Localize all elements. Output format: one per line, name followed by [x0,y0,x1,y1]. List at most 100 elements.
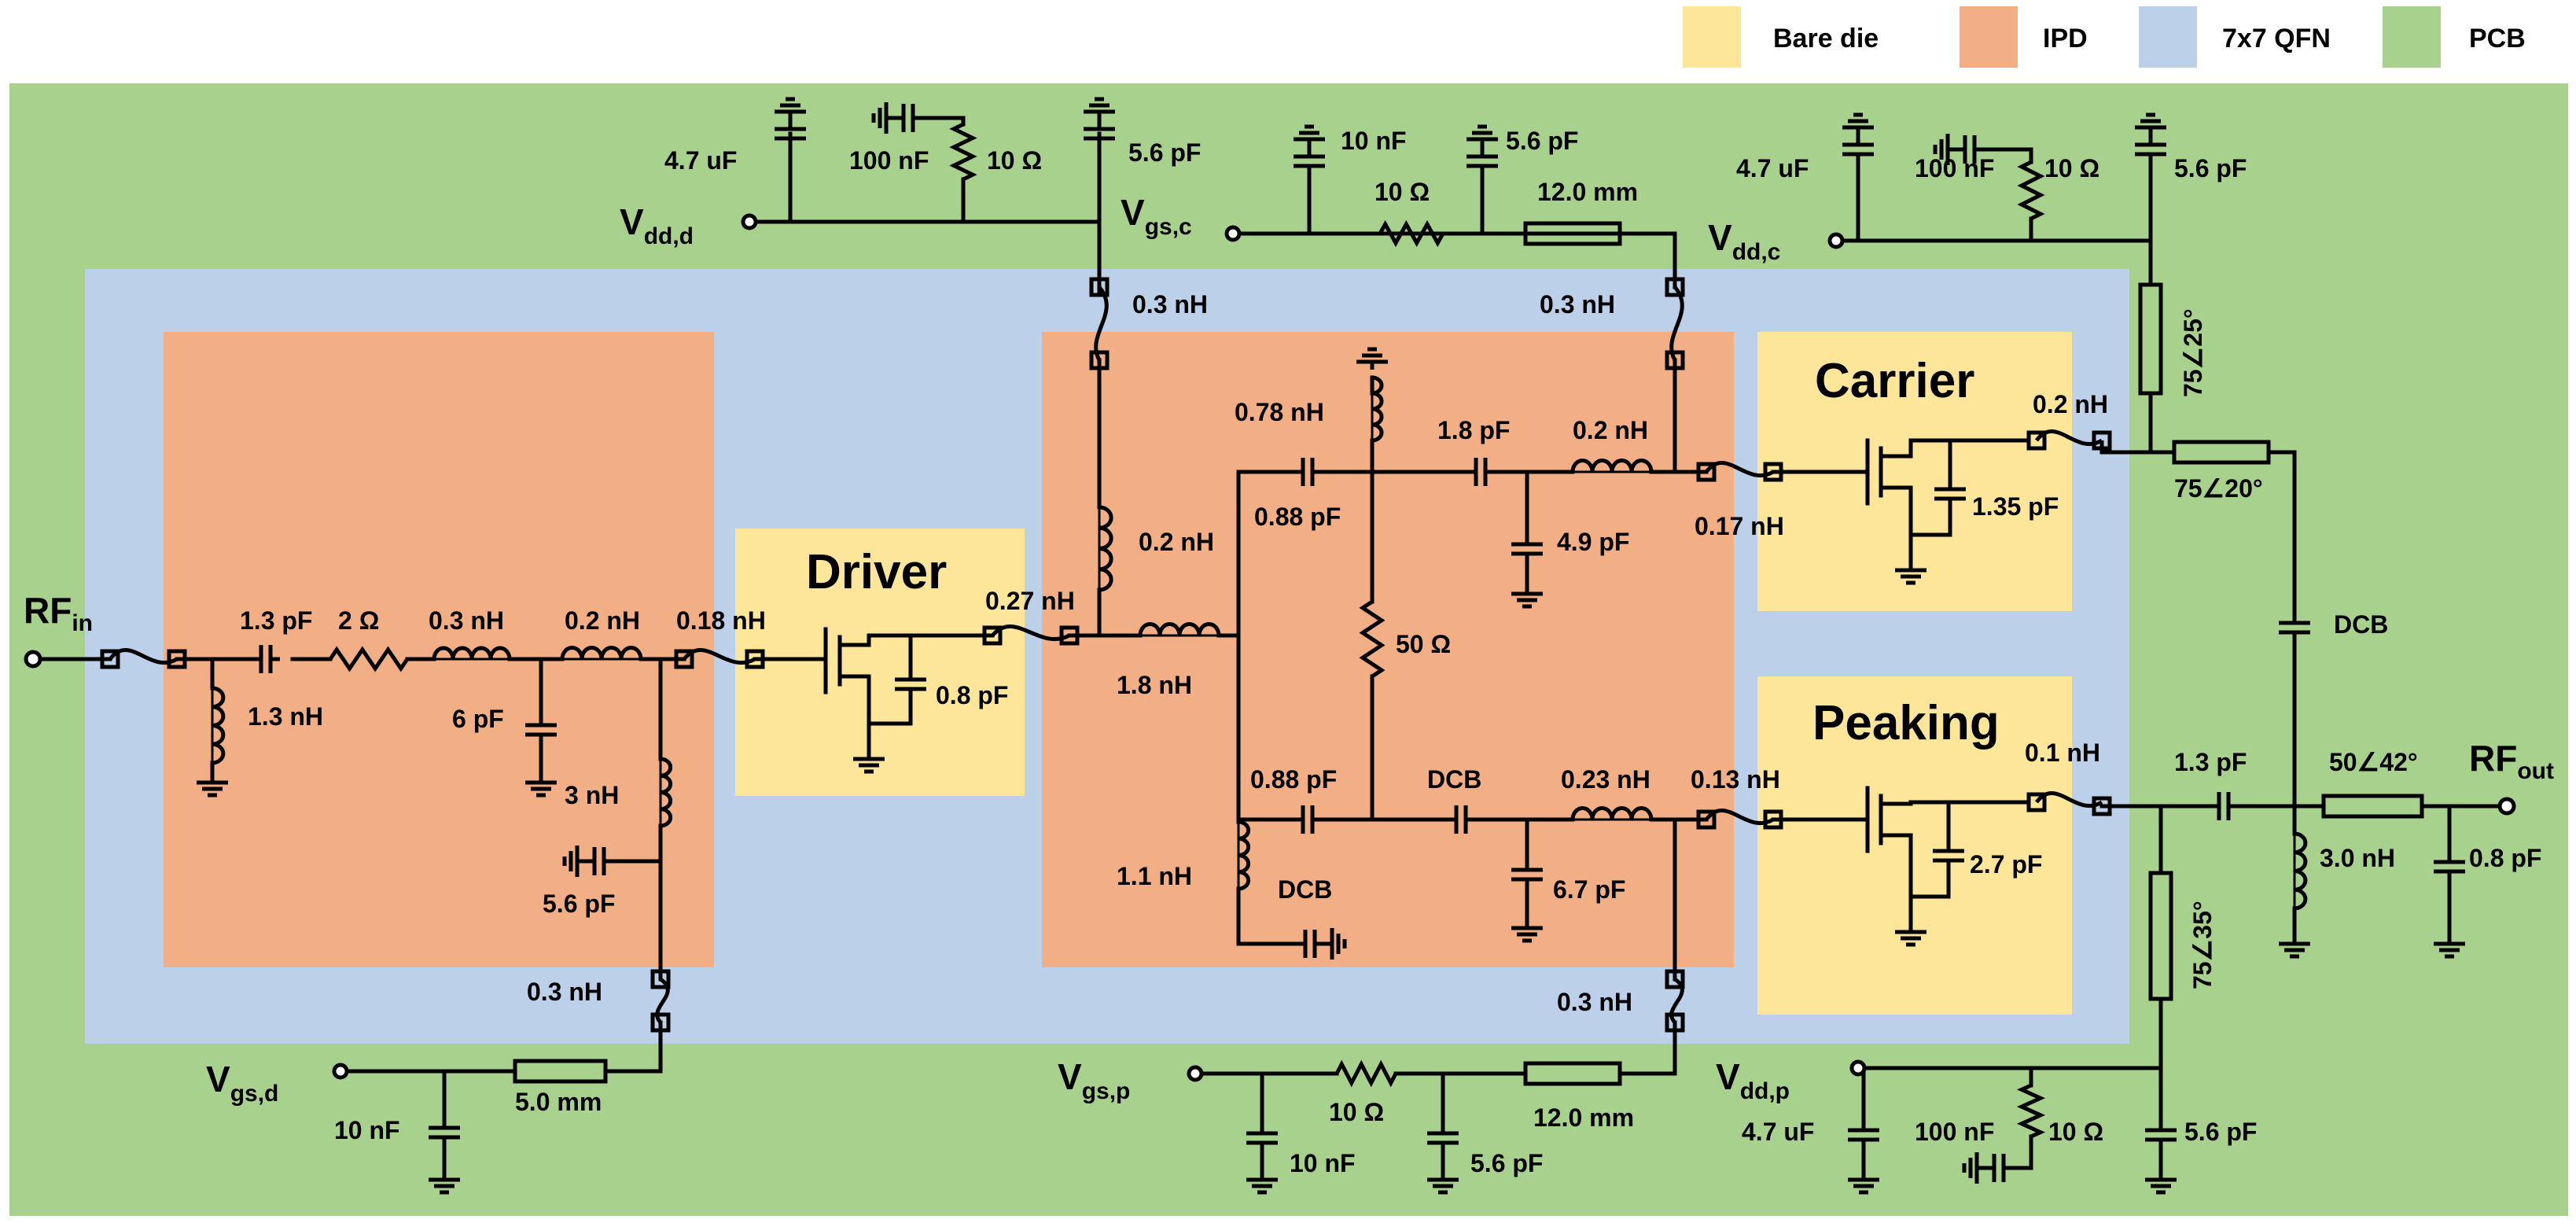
port-vgs-d: Vgs,d [206,1059,278,1107]
label-vdd-c-c56: 5.6 pF [2174,154,2247,182]
vgs-c-c10 [1294,147,1325,175]
die-driver [735,529,1025,796]
vdd-c-c47 [1842,135,1874,164]
legend-swatch-ipd [1960,6,2018,68]
in-c56 [585,847,613,875]
label-vgs-c-c10: 10 nF [1341,127,1407,155]
pad-sp-013b [1763,809,1783,830]
vgs-p-c10 [1246,1124,1278,1152]
label-sp-l18: 1.8 nH [1117,671,1192,699]
vdd-p-c56-gnd [2145,1172,2177,1195]
bondwire-top-left [1094,285,1109,362]
label-sp-dcb1: DCB [1427,765,1481,794]
vdd-c-c47-gnd [1842,112,1874,135]
car-gnd [1895,562,1926,585]
vdd-d-c100 [894,104,922,132]
legend-label-bare-die: Bare die [1773,24,1879,53]
labels: Driver Carrier Peaking RFin RFout Vdd,d … [24,127,2554,1177]
label-out-c08: 0.8 pF [2469,844,2541,872]
label-vgs-c-c56: 5.6 pF [1506,127,1578,155]
legend: Bare die IPD 7x7 QFN PCB [1683,6,2526,68]
port-rf-in: RFin [24,590,93,636]
vgs-c-c56-gnd [1466,124,1498,147]
label-vdd-d-c100: 100 nF [849,146,929,175]
vgs-p-c56 [1427,1124,1459,1152]
in-r2 [328,646,410,672]
sp-l023 [1570,806,1654,821]
pad-drv-a [982,625,1003,646]
bondwire-drv [991,624,1071,642]
vdd-c-c100 [1956,135,1984,164]
vdd-p-c47-gnd [1848,1172,1879,1195]
drv-c08 [895,670,926,698]
pad-sp-017a [1696,462,1717,482]
in-l03 [432,646,512,661]
vgs-p-c10-gnd [1246,1172,1278,1195]
drv-gnd [853,751,885,774]
vdd-d-c56-cap [1084,120,1115,148]
label-vdd-p-c47: 4.7 uF [1742,1118,1814,1146]
sp-c088b [1294,805,1322,834]
bondwire-pk [2034,790,2103,809]
label-out-tl20: 75∠20° [2174,474,2263,503]
terminals [24,213,2516,1082]
pad-vgs-d-a [650,969,671,989]
pad-vgs-p-a [1665,969,1685,989]
label-vdd-d-c47: 4.7 uF [664,146,737,175]
label-vdd-p-c56: 5.6 pF [2184,1118,2257,1146]
label-car-l02: 0.2 nH [2033,390,2108,418]
sp-l078 [1371,375,1384,443]
pad-pk-a [2026,792,2047,812]
label-in-l02: 0.2 nH [565,606,640,635]
label-vdd-c-r10: 10 Ω [2044,154,2099,182]
pad-in-018b [745,649,765,669]
out-tl35 [2148,871,2173,1001]
vdd-c-r10 [2017,160,2045,221]
bondwire-top-right [1669,285,1684,362]
out-c08 [2434,853,2465,881]
label-sp-l078: 0.78 nH [1235,398,1324,426]
vgs-c-terminal [1224,225,1242,242]
sp-dcb1 [1447,805,1475,834]
label-out-tl42: 50∠42° [2329,748,2418,776]
vdd-p-terminal [1849,1059,1867,1077]
in-c56-gnd [562,845,585,877]
pad-bw-tl-a [1089,277,1110,297]
die-peaking [1757,676,2072,1015]
pad-sp-017b [1763,462,1783,482]
label-vdd-c-c47: 4.7 uF [1736,154,1809,182]
in-l3 [659,757,673,828]
vgs-c-r10 [1378,219,1445,248]
bondwire-in-018 [683,648,756,665]
pad-drv-b [1059,625,1080,646]
vgs-c-c56 [1466,147,1498,175]
label-in-sh13: 1.3 nH [248,702,323,731]
in-sh13-gnd [197,775,228,798]
sp-c49 [1511,535,1543,563]
label-out-tl25: 75∠25° [2179,308,2207,397]
sp-c49-gnd [1511,586,1543,609]
pad-sp-013a [1696,809,1717,830]
label-sp-l017: 0.17 nH [1695,512,1784,540]
vdd-c-c56-gnd [2135,112,2166,135]
vgs-d-gnd [429,1172,460,1195]
vgs-p-c56-gnd [1427,1172,1459,1195]
sp-r50 [1359,599,1386,679]
port-vdd-p: Vdd,p [1716,1056,1790,1104]
vdd-c-terminal [1827,232,1845,249]
label-sp-l02b: 0.2 nH [1573,416,1648,444]
in-sh13 [211,686,226,765]
vdd-p-c47 [1848,1121,1879,1149]
bondwire-vgs-p [1669,977,1684,1024]
bondwire-rf-in [109,647,178,665]
pad-vgs-d-b [650,1012,671,1033]
out-tl20 [2172,440,2271,465]
vdd-d-r10 [949,122,977,182]
in-l02 [560,646,643,661]
vgs-d-terminal [332,1063,349,1080]
vdd-d-terminal [741,213,758,230]
label-vgs-c-r10: 10 Ω [1374,178,1430,206]
port-vgs-p: Vgs,p [1058,1056,1130,1104]
components [100,97,2465,1195]
vdd-d-c47-cap [775,120,806,148]
